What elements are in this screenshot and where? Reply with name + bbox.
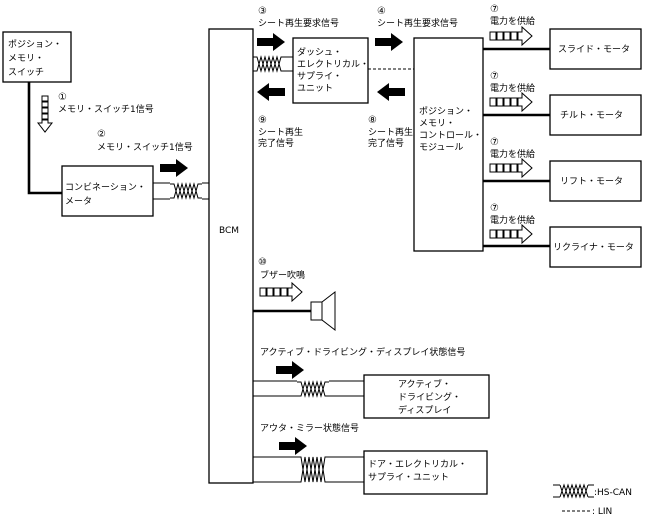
- signal-9-label-2: 完了信号: [258, 137, 294, 149]
- lift-motor-label: リフト・モータ: [560, 176, 623, 187]
- dash-esu-label-1: ダッシュ・: [297, 46, 342, 58]
- active-display-label-3: ディスプレイ: [398, 404, 451, 416]
- solid-right-arrow-icon: [257, 33, 285, 51]
- active-display-label-2: ドライビング・: [398, 391, 461, 403]
- signal-7-number: ⑦: [490, 137, 499, 148]
- motor-slide-branch: ⑦ 電力を供給 スライド・モータ: [483, 4, 642, 70]
- signal-7-number: ⑦: [490, 71, 499, 82]
- signal-7-label: 電力を供給: [490, 82, 535, 94]
- hollow-right-arrow-icon: [259, 282, 303, 302]
- signal-10-number: ⑩: [258, 257, 267, 268]
- signal-7-label: 電力を供給: [490, 214, 535, 226]
- combination-meter-label-1: コンビネーション・: [65, 182, 146, 193]
- hollow-right-arrow-icon: [489, 92, 533, 112]
- signal-9-number: ⑨: [258, 115, 267, 126]
- tilt-motor: [549, 94, 642, 136]
- solid-left-arrow-icon: [257, 83, 285, 101]
- meter-hs-can-link: [153, 182, 209, 200]
- motor-lift-branch: ⑦ 電力を供給 リフト・モータ: [483, 137, 642, 202]
- pmcm-label-2: メモリ・: [419, 119, 455, 129]
- position-memory-switch-label-1: ポジション・: [8, 39, 62, 50]
- slide-motor-label: スライド・モータ: [558, 44, 630, 55]
- outer-mirror-signal-label: アウタ・ミラー状態信号: [260, 422, 359, 434]
- signal-10: ⑩ ブザー吹鳴: [253, 257, 336, 332]
- position-memory-switch-label-3: スイッチ: [8, 67, 44, 78]
- hollow-right-arrow-icon: [489, 158, 533, 178]
- signal-8-number: ⑧: [368, 115, 377, 126]
- hollow-right-arrow-icon: [489, 224, 533, 244]
- signal-2: ② メモリ・スイッチ1信号: [97, 129, 193, 177]
- lift-motor: [549, 160, 642, 202]
- signal-2-label: メモリ・スイッチ1信号: [97, 141, 193, 153]
- pmcm-label-3: コントロール・: [419, 131, 482, 141]
- signal-9: ⑨ シート再生 完了信号: [257, 83, 303, 149]
- dash-electrical-supply-unit: ダッシュ・ エレクトリカル・ サプライ・ ユニット: [292, 37, 369, 104]
- legend-hs-can-label: :HS-CAN: [594, 488, 632, 498]
- solid-right-arrow-icon: [160, 159, 188, 177]
- active-display-signal-label: アクティブ・ドライビング・ディスプレイ状態信号: [260, 346, 465, 358]
- signal-1: ① メモリ・スイッチ1信号: [36, 92, 154, 133]
- active-driving-display-branch: アクティブ・ドライビング・ディスプレイ状態信号 アクティブ・ ドライビング・ デ…: [253, 346, 490, 419]
- signal-1-label: メモリ・スイッチ1信号: [58, 103, 154, 115]
- signal-3-number: ③: [258, 6, 267, 17]
- signal-2-number: ②: [97, 129, 106, 140]
- door-esu-label-1: ドア・エレクトリカル・: [368, 459, 467, 470]
- dash-esu-label-4: ユニット: [297, 84, 333, 94]
- hollow-down-arrow-icon: [36, 95, 54, 133]
- legend-lin-label: : LIN: [592, 507, 612, 517]
- pmcm-label-4: モジュール: [419, 143, 463, 153]
- signal-8-label-1: シート再生: [368, 126, 413, 138]
- legend: :HS-CAN : LIN: [553, 483, 632, 517]
- signal-10-label: ブザー吹鳴: [260, 269, 305, 281]
- solid-right-arrow-icon: [375, 33, 403, 51]
- tilt-motor-label: チルト・モータ: [560, 110, 623, 121]
- signal-7-label: 電力を供給: [490, 15, 535, 27]
- signal-7-label: 電力を供給: [490, 148, 535, 160]
- door-electrical-supply-unit-branch: アウタ・ミラー状態信号 ドア・エレクトリカル・ サプライ・ユニット: [253, 422, 488, 495]
- active-display-label-1: アクティブ・: [398, 378, 451, 390]
- signal-7-number: ⑦: [490, 4, 499, 15]
- position-memory-switch: ポジション・ メモリ・ スイッチ: [2, 31, 72, 83]
- hollow-right-arrow-icon: [489, 26, 533, 46]
- recliner-motor: [549, 226, 642, 268]
- signal-7-number: ⑦: [490, 203, 499, 214]
- motor-recliner-branch: ⑦ 電力を供給 リクライナ・モータ: [483, 203, 642, 268]
- solid-right-arrow-icon: [276, 361, 304, 379]
- signal-4: ④ シート再生要求信号: [375, 6, 458, 51]
- solid-left-arrow-icon: [377, 83, 405, 101]
- buzzer-speaker-icon: [310, 290, 336, 332]
- combination-meter-label-2: メータ: [65, 196, 92, 207]
- signal-8-label-2: 完了信号: [368, 137, 404, 149]
- signal-9-label-1: シート再生: [258, 126, 303, 138]
- door-esu-label-2: サプライ・ユニット: [368, 472, 449, 483]
- door-esu: [363, 450, 488, 495]
- combination-meter: コンビネーション・ メータ: [61, 165, 154, 217]
- motor-tilt-branch: ⑦ 電力を供給 チルト・モータ: [483, 71, 642, 136]
- bcm-dash-hs-can-link: [252, 56, 293, 72]
- signal-8: ⑧ シート再生 完了信号: [368, 83, 413, 149]
- bcm-label: BCM: [219, 226, 239, 236]
- recliner-motor-label: リクライナ・モータ: [553, 242, 634, 253]
- pmcm-label-1: ポジション・: [419, 106, 473, 117]
- signal-3-label: シート再生要求信号: [258, 17, 339, 29]
- dash-esu-label-2: エレクトリカル・: [297, 59, 369, 70]
- position-memory-control-module: ポジション・ メモリ・ コントロール・ モジュール: [413, 37, 484, 252]
- signal-3: ③ シート再生要求信号: [257, 6, 339, 51]
- switch-to-meter-wire: [27, 82, 63, 195]
- signal-4-label: シート再生要求信号: [377, 17, 458, 29]
- hs-can-symbol-icon: [553, 483, 594, 499]
- dash-esu-label-3: サプライ・: [297, 71, 342, 82]
- signal-1-number: ①: [58, 92, 67, 103]
- bcm: BCM: [208, 28, 254, 484]
- position-memory-switch-label-2: メモリ・: [8, 54, 44, 64]
- solid-right-arrow-icon: [279, 437, 307, 455]
- active-driving-display: [363, 374, 490, 419]
- signal-4-number: ④: [377, 6, 386, 17]
- slide-motor: [549, 28, 642, 70]
